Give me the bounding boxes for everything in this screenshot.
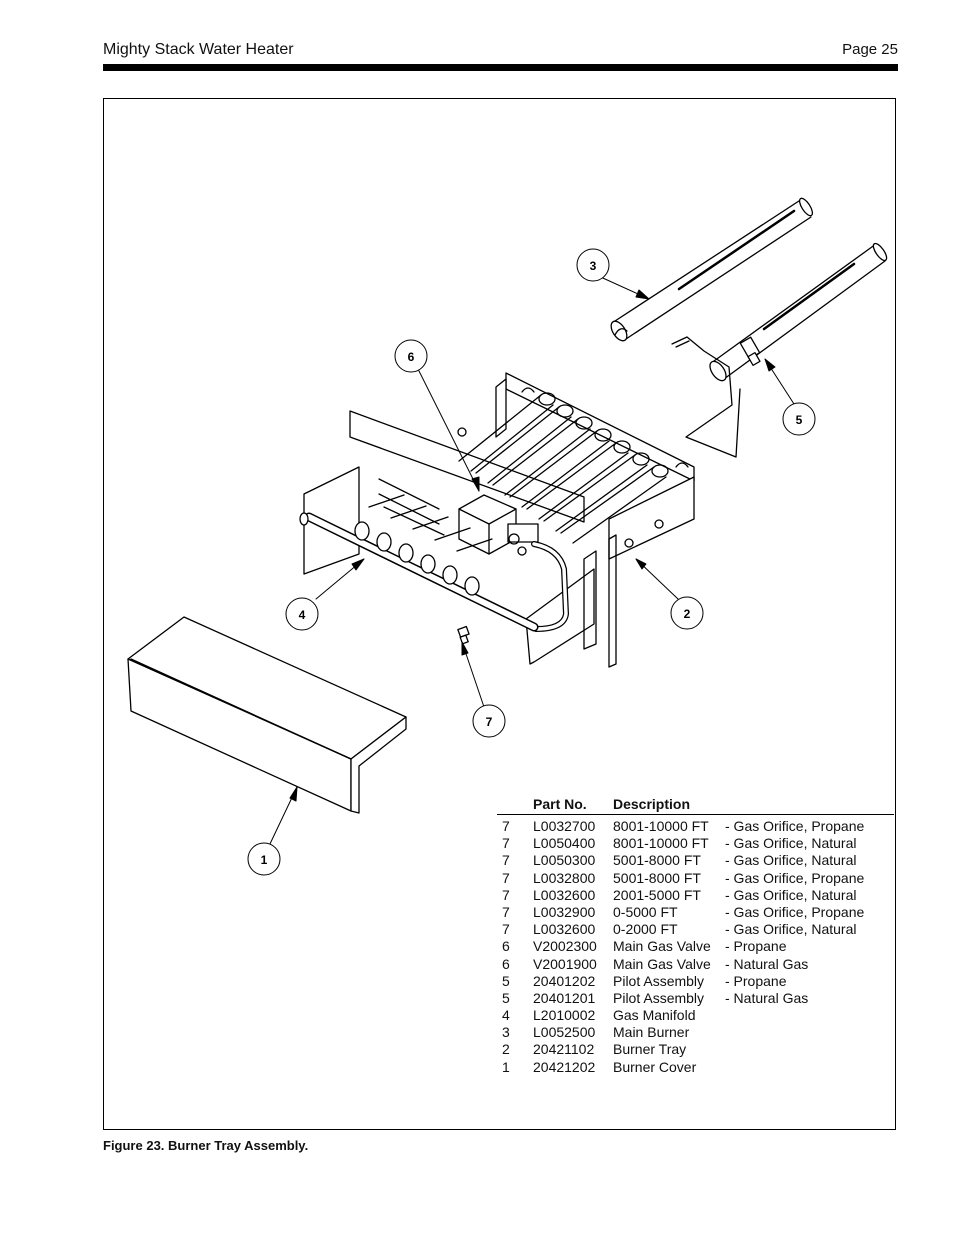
part-description: Burner Cover xyxy=(613,1058,697,1075)
part-description: Pilot Assembly xyxy=(613,972,705,989)
table-row: 7 L0050400 8001-10000 FT - Gas Orifice, Nat… xyxy=(497,835,894,852)
burner-tray-drawing: 3 6 5 2 4 7 1 xyxy=(127,197,888,876)
table-row: 5 20401201 Pilot Assembly - Natural Gas xyxy=(497,990,894,1007)
part-variant: - Gas Orifice, Natural xyxy=(725,921,857,938)
part-description: Main Gas Valve xyxy=(613,938,711,955)
part-variant: - Gas Orifice, Propane xyxy=(725,869,865,886)
part-description: Main Gas Valve xyxy=(613,955,711,972)
tray-burner-tubes xyxy=(458,392,669,544)
item-number: 7 xyxy=(502,852,510,869)
part-number: 20421202 xyxy=(533,1058,596,1075)
part-number: L0032600 xyxy=(533,886,596,903)
part-description: 2001-5000 FT xyxy=(613,886,701,903)
part-number: L0032800 xyxy=(533,869,596,886)
header-part-no: Part No. xyxy=(533,796,587,812)
item-number: 6 xyxy=(502,938,510,955)
part-description: 8001-10000 FT xyxy=(613,818,709,834)
part-number: L0052500 xyxy=(533,1024,596,1041)
part-number: L0050400 xyxy=(533,835,596,852)
item-number: 5 xyxy=(502,972,510,989)
burner-cover-illustration xyxy=(127,616,407,814)
parts-list-rows: 7 L0032700 8001-10000 FT - Gas Orifice, Pro… xyxy=(497,818,894,1076)
main-burner-illustration xyxy=(610,197,814,342)
header-rule xyxy=(103,64,898,71)
item-number: 5 xyxy=(502,989,510,1006)
pilot-assembly-illustration xyxy=(671,242,888,458)
part-variant: - Gas Orifice, Propane xyxy=(725,818,865,834)
part-number: V2001900 xyxy=(533,955,597,972)
part-description: 8001-10000 FT xyxy=(613,835,709,852)
table-row: 4 L2010002 Gas Manifold xyxy=(497,1007,894,1024)
item-number: 7 xyxy=(502,903,510,920)
part-number: 20421102 xyxy=(533,1041,595,1058)
part-description: Burner Tray xyxy=(613,1041,687,1058)
callout-7: 7 xyxy=(486,715,493,729)
part-number: 20401202 xyxy=(533,972,596,989)
table-row: 6 V2001900 Main Gas Valve - Natural Gas xyxy=(497,956,894,973)
callout-3: 3 xyxy=(590,259,597,273)
callout-2: 2 xyxy=(684,607,691,621)
table-row: 1 20421202 Burner Cover xyxy=(497,1059,894,1076)
part-number: V2002300 xyxy=(533,938,597,955)
part-number: L0032600 xyxy=(533,921,596,938)
document-title: Mighty Stack Water Heater xyxy=(103,41,294,58)
figure-caption: Figure 23. Burner Tray Assembly. xyxy=(103,1138,309,1153)
part-variant: - Gas Orifice, Natural xyxy=(725,852,857,869)
table-row: 2 20421102 Burner Tray xyxy=(497,1041,894,1058)
item-number: 2 xyxy=(502,1041,510,1058)
table-row: 3 L0052500 Main Burner xyxy=(497,1024,894,1041)
callout-6: 6 xyxy=(408,350,415,364)
part-description: 0-2000 FT xyxy=(613,921,678,938)
table-row: 7 L0032600 0-2000 FT - Gas Orifice, Natural xyxy=(497,921,894,938)
gas-manifold-illustration xyxy=(299,494,539,632)
callout-5: 5 xyxy=(796,413,803,427)
item-number: 4 xyxy=(502,1007,510,1024)
part-variant: - Propane xyxy=(725,938,787,955)
item-number: 7 xyxy=(502,869,510,886)
item-number: 6 xyxy=(502,955,510,972)
parts-list-table: Part No. Description 7 L0032700 8001-10000… xyxy=(497,793,894,1076)
page-number: Page 25 xyxy=(842,41,898,58)
callout-1: 1 xyxy=(261,853,268,867)
table-row: 7 L0032600 2001-5000 FT - Gas Orifice, Natu… xyxy=(497,887,894,904)
item-number: 7 xyxy=(502,921,510,938)
part-variant: - Natural Gas xyxy=(725,955,809,972)
table-row: 7 L0032700 8001-10000 FT - Gas Orifice, Pro… xyxy=(497,818,894,835)
part-variant: - Gas Orifice, Natural xyxy=(725,886,857,903)
item-number: 7 xyxy=(502,886,510,903)
header-description: Description xyxy=(613,796,691,812)
table-row: 7 L0050300 5001-8000 FT - Gas Orifice, Natu… xyxy=(497,852,894,869)
part-description: Gas Manifold xyxy=(613,1007,696,1024)
callout-circles xyxy=(247,248,816,876)
item-number: 7 xyxy=(502,835,510,852)
part-description: Pilot Assembly xyxy=(613,989,705,1006)
leader-lines xyxy=(268,273,795,847)
callout-4: 4 xyxy=(299,608,306,622)
table-row: 7 L0032800 5001-8000 FT - Gas Orifice, Prop… xyxy=(497,870,894,887)
burner-tray-illustration xyxy=(303,372,695,668)
table-row: 5 20401202 Pilot Assembly - Propane xyxy=(497,973,894,990)
part-number: L0032900 xyxy=(533,903,596,920)
part-variant: - Gas Orifice, Natural xyxy=(725,835,857,852)
part-description: 5001-8000 FT xyxy=(613,869,701,886)
part-description: Main Burner xyxy=(613,1024,690,1041)
part-number: 20401201 xyxy=(533,989,596,1006)
part-number: L0050300 xyxy=(533,852,596,869)
item-number: 7 xyxy=(502,818,510,834)
part-number: L0032700 xyxy=(533,818,596,834)
table-row: 7 L0032900 0-5000 FT - Gas Orifice, Propane xyxy=(497,904,894,921)
gas-orifice-illustration xyxy=(457,625,470,645)
part-variant: - Gas Orifice, Propane xyxy=(725,903,865,920)
part-variant: - Propane xyxy=(725,972,787,989)
item-number: 3 xyxy=(502,1024,510,1041)
part-description: 5001-8000 FT xyxy=(613,852,701,869)
table-row: 6 V2002300 Main Gas Valve - Propane xyxy=(497,938,894,955)
gas-valve-illustration xyxy=(458,494,569,632)
part-variant: - Natural Gas xyxy=(725,989,809,1006)
item-number: 1 xyxy=(502,1058,510,1075)
part-number: L2010002 xyxy=(533,1007,596,1024)
part-description: 0-5000 FT xyxy=(613,903,678,920)
parts-list-header: Part No. Description xyxy=(497,793,894,815)
